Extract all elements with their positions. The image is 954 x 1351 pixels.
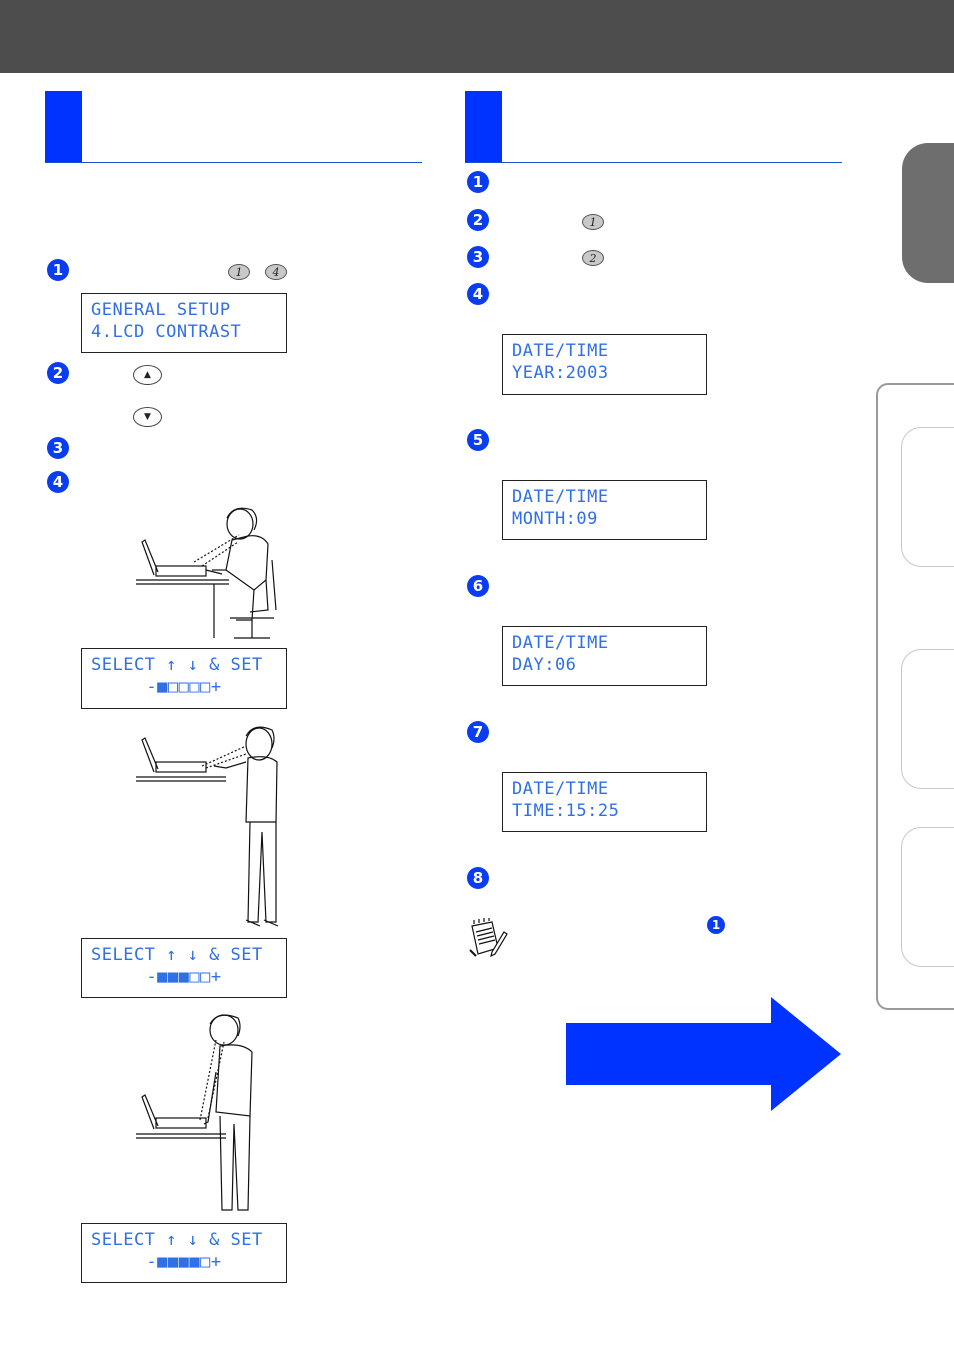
standing-viewing-illustration bbox=[136, 726, 279, 927]
right-step-3-badge: 3 bbox=[467, 246, 489, 268]
lcd-line-1: DATE/TIME bbox=[512, 633, 609, 653]
lcd-line-2: TIME:15:25 bbox=[512, 801, 620, 821]
side-tab-frame bbox=[876, 383, 954, 1010]
side-tab-3[interactable] bbox=[901, 827, 954, 967]
seated-viewing-illustration bbox=[136, 507, 277, 639]
lcd-contrast-bar: -■■■■□+ bbox=[146, 1252, 222, 1272]
note-step-1-badge: 1 bbox=[707, 916, 725, 934]
key-1-icon: 1 bbox=[228, 264, 250, 280]
side-tab-active[interactable] bbox=[902, 143, 954, 283]
lcd-select-contrast-3: SELECT ↑ ↓ & SET -■■■■□+ bbox=[81, 1223, 287, 1283]
next-page-arrow-icon bbox=[566, 997, 841, 1111]
lcd-date-month: DATE/TIME MONTH:09 bbox=[502, 480, 707, 540]
key-4-icon: 4 bbox=[265, 264, 287, 280]
lcd-line-1: GENERAL SETUP bbox=[91, 300, 231, 320]
right-step-6-badge: 6 bbox=[467, 575, 489, 597]
right-step-1-badge: 1 bbox=[467, 171, 489, 193]
lcd-line-1: DATE/TIME bbox=[512, 779, 609, 799]
right-step-5-badge: 5 bbox=[467, 429, 489, 451]
lcd-line-2: 4.LCD CONTRAST bbox=[91, 322, 242, 342]
left-step-3-badge: 3 bbox=[47, 437, 69, 459]
key-2-icon: 2 bbox=[582, 250, 604, 266]
side-tab-1[interactable] bbox=[901, 427, 954, 567]
lcd-line-2: DAY:06 bbox=[512, 655, 577, 675]
notepad-pencil-icon bbox=[469, 918, 508, 958]
lcd-line-1: DATE/TIME bbox=[512, 487, 609, 507]
lcd-line-1: SELECT ↑ ↓ & SET bbox=[91, 945, 263, 965]
lcd-contrast-bar: -■□□□□+ bbox=[146, 677, 222, 697]
lcd-general-setup: GENERAL SETUP 4.LCD CONTRAST bbox=[81, 293, 287, 353]
lcd-select-contrast-1: SELECT ↑ ↓ & SET -■□□□□+ bbox=[81, 648, 287, 709]
lcd-line-2: YEAR:2003 bbox=[512, 363, 609, 383]
lcd-date-year: DATE/TIME YEAR:2003 bbox=[502, 334, 707, 395]
lcd-line-1: SELECT ↑ ↓ & SET bbox=[91, 655, 263, 675]
right-step-4-badge: 4 bbox=[467, 283, 489, 305]
up-arrow-key-icon: ▲ bbox=[133, 365, 162, 385]
lcd-line-2: MONTH:09 bbox=[512, 509, 598, 529]
lcd-contrast-bar: -■■■□□+ bbox=[146, 967, 222, 987]
lcd-select-contrast-2: SELECT ↑ ↓ & SET -■■■□□+ bbox=[81, 938, 287, 998]
right-step-7-badge: 7 bbox=[467, 721, 489, 743]
right-section-rule bbox=[465, 162, 842, 163]
lcd-date-time: DATE/TIME TIME:15:25 bbox=[502, 772, 707, 832]
right-step-2-badge: 2 bbox=[467, 209, 489, 231]
lcd-date-day: DATE/TIME DAY:06 bbox=[502, 626, 707, 686]
left-step-1-badge: 1 bbox=[47, 259, 69, 281]
right-step-8-badge: 8 bbox=[467, 867, 489, 889]
left-step-4-badge: 4 bbox=[47, 471, 69, 493]
lcd-line-1: DATE/TIME bbox=[512, 341, 609, 361]
standing-above-illustration bbox=[136, 1014, 253, 1211]
key-1-icon: 1 bbox=[582, 214, 604, 230]
down-arrow-key-icon: ▼ bbox=[133, 407, 162, 427]
header-bar bbox=[0, 0, 954, 73]
left-step-2-badge: 2 bbox=[47, 362, 69, 384]
left-section-marker bbox=[45, 91, 82, 163]
side-tab-2[interactable] bbox=[901, 649, 954, 789]
right-section-marker bbox=[465, 91, 502, 163]
lcd-line-1: SELECT ↑ ↓ & SET bbox=[91, 1230, 263, 1250]
left-section-rule bbox=[45, 162, 422, 163]
